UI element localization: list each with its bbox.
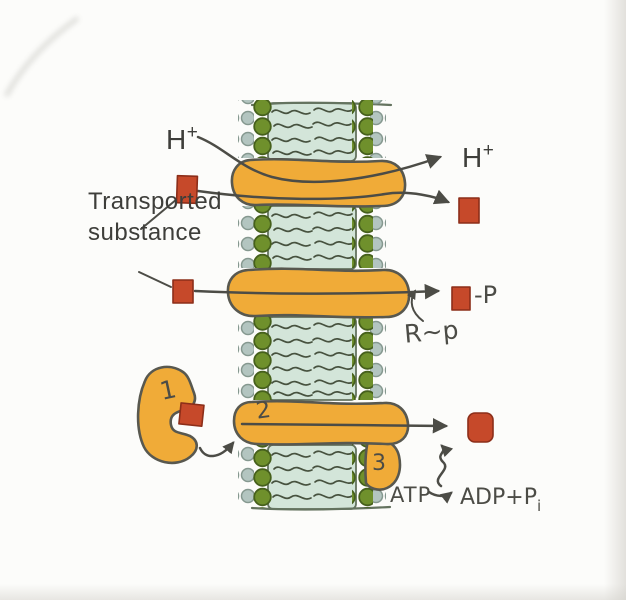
atp-to-adp-arrow <box>427 490 453 504</box>
gray-heads-left-1 <box>238 100 254 158</box>
phosphorylated-substance-square <box>451 286 471 311</box>
carrier-to-channel-arrow <box>198 441 235 458</box>
h-plus-label-right: H+ <box>462 140 494 173</box>
legend-line-2: substance <box>88 219 202 246</box>
green-heads-left-2 <box>251 206 272 268</box>
legend-line-1: Transported <box>88 188 222 215</box>
phospholipid-heads <box>238 100 386 508</box>
gray-heads-left-4 <box>238 444 254 508</box>
labels: H+ H+ Transported substance -P R~p 1 2 3… <box>88 122 541 515</box>
gray-heads-right-3 <box>370 316 386 400</box>
green-heads-left-4 <box>251 444 272 508</box>
arrows <box>138 135 454 504</box>
page-curl-shadow <box>3 15 80 98</box>
phosphoryl-donor-label: R~p <box>403 315 460 349</box>
green-heads-left-3 <box>251 316 272 400</box>
h-plus-label-left: H+ <box>166 122 198 155</box>
carrier-protein <box>136 365 205 465</box>
substance-transport-arrow-middle <box>193 283 441 300</box>
carrier-number-label: 1 <box>157 374 179 406</box>
substance-transport-arrow-top <box>196 189 451 205</box>
transported-substance-left-middle <box>172 279 194 304</box>
legend-leader-line-top <box>140 198 178 230</box>
channel-number-label: 2 <box>254 397 272 425</box>
green-heads-right-2 <box>352 206 373 268</box>
atpase-number-label: 3 <box>372 451 386 476</box>
proton-transport-arrow <box>196 135 443 184</box>
atp-label: ATP <box>390 483 431 507</box>
legend-leader-line-bottom <box>138 271 172 288</box>
phosphoryl-donor-arrow <box>406 289 424 322</box>
carrier-protein-body <box>136 365 199 465</box>
substance-transport-arrow-bottom <box>240 418 449 434</box>
transported-substance-right-top <box>458 197 480 224</box>
membrane <box>238 100 393 511</box>
atpase-subunit <box>364 438 402 491</box>
green-heads-left-1 <box>251 100 272 158</box>
gray-heads-left-2 <box>238 206 254 268</box>
gray-heads-left-3 <box>238 316 254 400</box>
substance-squares <box>172 174 494 443</box>
gray-heads-right-1 <box>370 100 386 158</box>
green-heads-right-1 <box>352 100 373 158</box>
energy-release-squiggle-arrow <box>436 444 454 488</box>
membrane-segment-3 <box>267 316 357 401</box>
transported-substance-in-carrier <box>178 402 205 427</box>
product-suffix-label: -P <box>474 281 497 309</box>
transport-protein-bottom <box>232 399 410 446</box>
transported-substance-left-top <box>175 174 199 205</box>
gray-heads-right-2 <box>370 206 386 268</box>
page-edge-shadow-right <box>604 0 626 600</box>
page-edge-shadow-bottom <box>0 584 626 600</box>
transported-substance-right-bottom <box>467 412 494 443</box>
adp-pi-label: ADP+Pi <box>460 485 541 515</box>
green-heads-right-3 <box>352 316 373 400</box>
